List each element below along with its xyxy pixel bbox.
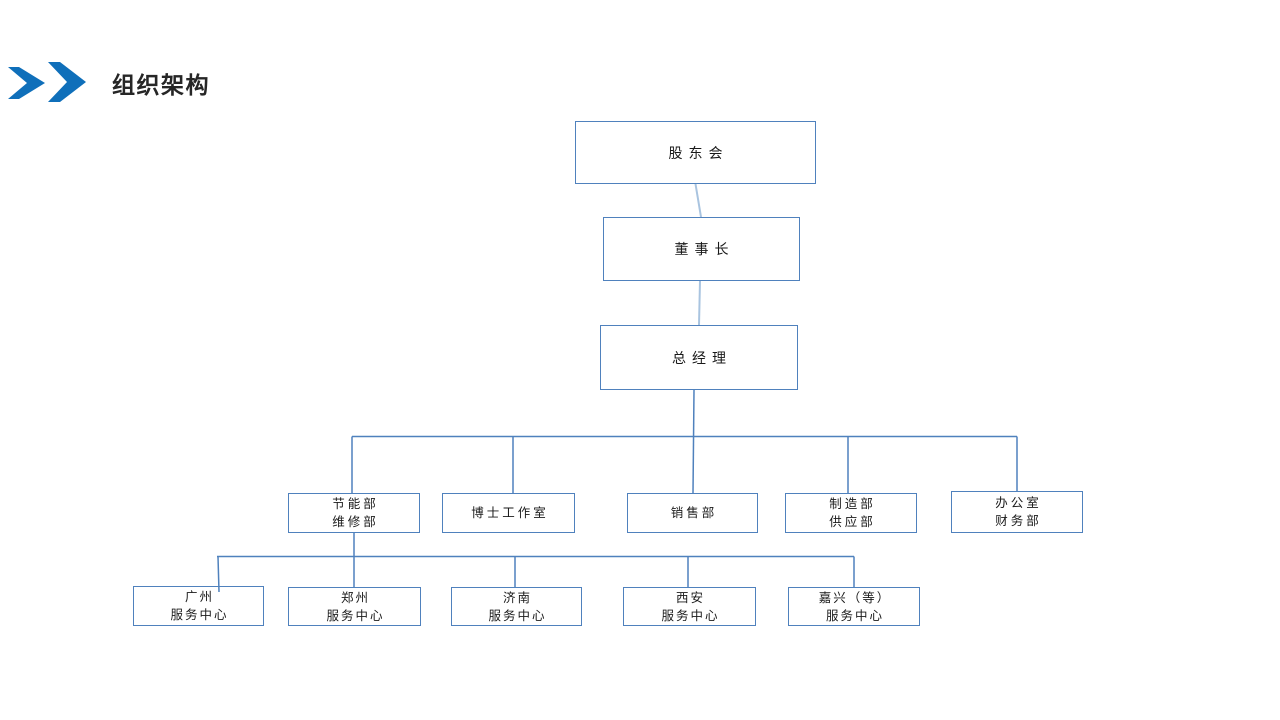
org-node-label: 总经理 (672, 349, 732, 366)
org-node-label: 西安 (675, 590, 705, 605)
org-node-manufacturing-dept-supply-dept: 制造部 供应部 (785, 493, 917, 533)
org-node-jiaxing-etc-service-center: 嘉兴（等） 服务中心 (788, 587, 920, 626)
org-node-label: 制造部 (829, 497, 876, 511)
org-node-label: 服务中心 (825, 608, 884, 623)
org-node-label: 董事长 (674, 241, 735, 257)
org-node-label: 节能部 (332, 497, 379, 511)
connector-line (692, 389, 695, 494)
org-node-xian-service-center: 西安 服务中心 (623, 587, 756, 626)
org-node-label: 财务部 (995, 514, 1042, 528)
org-node-office-finance-dept: 办公室 财务部 (951, 491, 1083, 533)
org-node-label: 维修部 (332, 515, 379, 529)
org-node-label: 供应部 (829, 515, 876, 529)
org-node-label: 郑州 (340, 590, 370, 605)
org-node-energy-dept-maintenance-dept: 节能部 维修部 (288, 493, 420, 533)
connector-line (694, 183, 702, 218)
org-node-label: 服务中心 (170, 608, 229, 622)
org-node-label: 嘉兴（等） (818, 590, 892, 605)
page-title: 组织架构 (112, 72, 210, 98)
org-node-shareholders-meeting: 股东会 (575, 121, 816, 184)
org-node-label: 服务中心 (661, 608, 720, 623)
org-node-general-manager: 总经理 (600, 325, 798, 390)
org-node-label: 济南 (502, 590, 532, 605)
org-node-guangzhou-service-center: 广州 服务中心 (133, 586, 264, 626)
org-node-label: 办公室 (995, 496, 1042, 510)
org-node-label: 服务中心 (326, 608, 385, 623)
org-node-label: 博士工作室 (471, 506, 549, 520)
double-chevron-icon (8, 62, 86, 102)
org-node-zhengzhou-service-center: 郑州 服务中心 (288, 587, 421, 626)
org-node-label: 广州 (184, 590, 214, 604)
connector-line (698, 280, 701, 326)
org-node-label: 销售部 (670, 506, 718, 520)
org-node-sales-dept: 销售部 (627, 493, 758, 533)
org-node-label: 服务中心 (488, 608, 547, 623)
org-node-doctor-studio: 博士工作室 (442, 493, 575, 533)
org-node-chairman: 董事长 (603, 217, 800, 281)
org-node-label: 股东会 (668, 144, 729, 161)
org-node-jinan-service-center: 济南 服务中心 (451, 587, 582, 626)
